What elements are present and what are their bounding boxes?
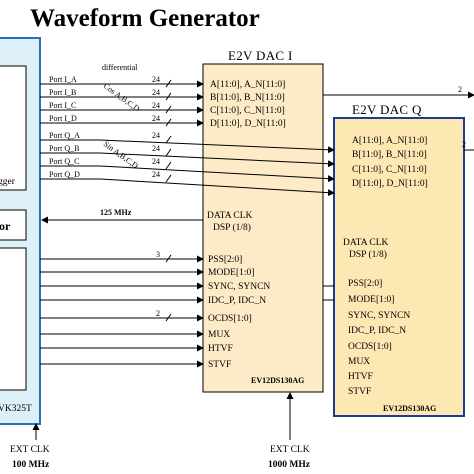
dac-q-control-label: MUX: [348, 357, 370, 367]
dac-i-control-label: OCDS[1:0]: [208, 314, 252, 324]
port-label: Port I_A: [49, 75, 77, 84]
bus-slash: [165, 118, 172, 127]
bus-width: 24: [152, 88, 160, 97]
port-label: Port Q_D: [49, 170, 80, 179]
port-line: [99, 178, 335, 197]
dac-i-data-clk: DATA CLK: [207, 211, 253, 221]
dac-q-input-label: C[11:0], C_N[11:0]: [352, 165, 427, 175]
dac-i-dsp: DSP (1/8): [213, 222, 251, 233]
dac-q-dsp: DSP (1/8): [349, 249, 387, 260]
bus-slash: [165, 161, 172, 170]
bus-width: 24: [152, 157, 160, 166]
bus-slash: [165, 174, 172, 183]
dac-i-control-label: STVF: [208, 360, 231, 370]
dac-q-control-label: MODE[1:0]: [348, 295, 394, 305]
dac-q-control-label: STVF: [348, 387, 371, 397]
port-label: Port Q_B: [49, 144, 79, 153]
dac-i-inputs: A[11:0], A_N[11:0] B[11:0], B_N[11:0] C[11…: [210, 80, 286, 129]
dac-q-input-label: B[11:0], B_N[11:0]: [352, 150, 427, 160]
dac-q-control-label: PSS[2:0]: [348, 279, 382, 289]
pss-width: 3: [156, 250, 160, 259]
bus-width: 24: [152, 131, 160, 140]
dac-i-control-label: MODE[1:0]: [208, 268, 254, 278]
dac-i-control-label: HTVF: [208, 344, 233, 354]
dac-q-control-label: SYNC, SYNCN: [348, 311, 410, 321]
bus-width: 24: [152, 144, 160, 153]
dac-q-inputs: A[11:0], A_N[11:0] B[11:0], B_N[11:0] C[11…: [352, 136, 428, 189]
dac-i-control-label: PSS[2:0]: [208, 255, 242, 265]
dac-q-control-label: IDC_P, IDC_N: [348, 326, 406, 336]
dac-q-part: EV12DS130AG: [383, 404, 436, 413]
bus-width: 24: [152, 75, 160, 84]
bus-slash: [165, 79, 172, 88]
dac-q-control-label: OCDS[1:0]: [348, 342, 392, 352]
dac-i-input-label: C[11:0], C_N[11:0]: [210, 106, 285, 116]
fpga-inner-mid: [0, 209, 27, 241]
port-label: Port I_C: [49, 101, 76, 110]
dac-i-part: EV12DS130AG: [251, 376, 304, 385]
fpga-part-label: VK325T: [0, 404, 32, 414]
diagram-title: Waveform Generator: [30, 5, 260, 32]
port-label: Port I_B: [49, 88, 76, 97]
ocds-width: 2: [156, 309, 160, 318]
port-label: Port Q_C: [49, 157, 79, 166]
fpga-inner-bottom: [0, 247, 27, 391]
bus-width: 24: [152, 101, 160, 110]
bus-slash: [165, 313, 172, 322]
trigger-label-fragment: gger: [0, 177, 16, 187]
dac-i-input-label: B[11:0], B_N[11:0]: [210, 93, 285, 103]
dac-q-input-label: A[11:0], A_N[11:0]: [352, 136, 427, 146]
dac-i-controls: PSS[2:0] MODE[1:0] SYNC, SYNCN IDC_P, IDC_N…: [208, 255, 270, 370]
dac-i-input-label: D[11:0], D_N[11:0]: [210, 119, 286, 129]
dac-q-title: E2V DAC Q: [352, 102, 422, 117]
fpga-inner-top: [0, 65, 27, 191]
clk-freq-label: 125 MHz: [100, 208, 132, 217]
dac-i-block: [202, 63, 324, 393]
control-lines: 32: [40, 250, 334, 368]
dac-i-control-label: SYNC, SYNCN: [208, 282, 270, 292]
dac-q-block: [333, 117, 465, 417]
port-line: [99, 152, 335, 168]
dac-i-control-label: IDC_P, IDC_N: [208, 296, 266, 306]
port-line: [99, 165, 335, 183]
ext-clk-fpga-label: EXT CLK: [10, 445, 50, 455]
ext-clk-dac-freq: 1000 MHz: [268, 460, 311, 470]
ext-clk-dac-label: EXT CLK: [270, 445, 310, 455]
dac-i-input-label: A[11:0], A_N[11:0]: [210, 80, 285, 90]
bus-width: 24: [152, 114, 160, 123]
ext-clk-fpga-freq: 100 MHz: [12, 460, 50, 470]
bus-slash: [165, 254, 172, 263]
bus-slash: [165, 135, 172, 144]
differential-label: differential: [102, 63, 138, 72]
dac-i-control-label: MUX: [208, 330, 230, 340]
port-label: Port I_D: [49, 114, 77, 123]
dac-q-controls: PSS[2:0] MODE[1:0] SYNC, SYNCN IDC_P, IDC_N…: [348, 279, 410, 397]
port-line: [99, 139, 335, 154]
bus-slash: [165, 148, 172, 157]
dac-q-output-width: 2: [462, 140, 466, 149]
bus-width: 24: [152, 170, 160, 179]
dac-q-control-label: HTVF: [348, 372, 373, 382]
dac-q-input-label: D[11:0], D_N[11:0]: [352, 179, 428, 189]
bus-slash: [165, 105, 172, 114]
dac-q-data-clk: DATA CLK: [343, 238, 389, 248]
bus-slash: [165, 92, 172, 101]
port-label: Port Q_A: [49, 131, 80, 140]
block-label-fragment: or: [0, 219, 11, 233]
dac-i-title: E2V DAC I: [228, 48, 293, 63]
dac-i-output-width: 2: [458, 85, 462, 94]
